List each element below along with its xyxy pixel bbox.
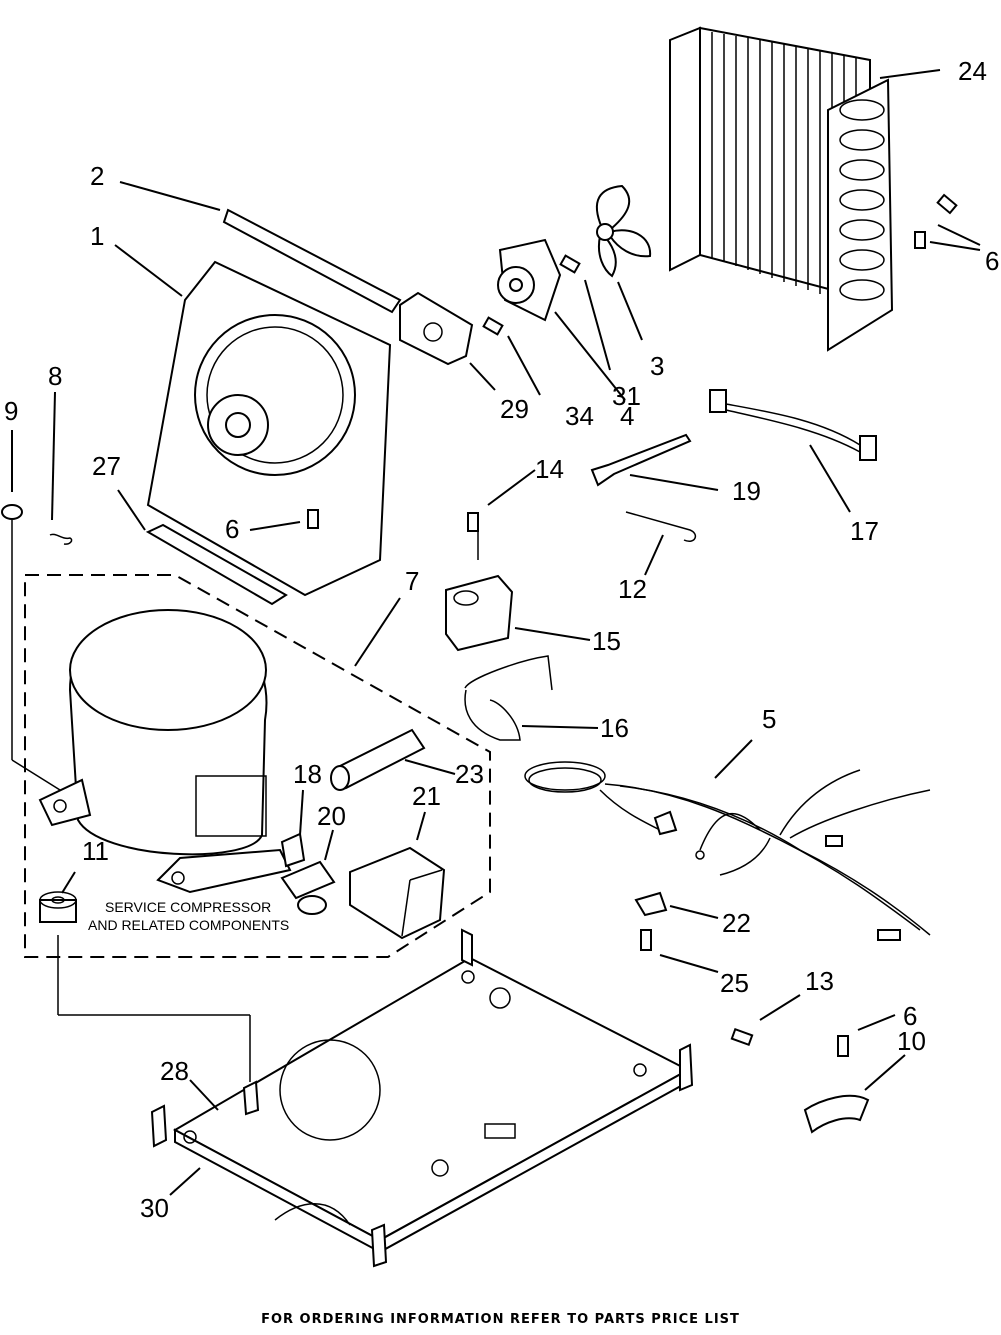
callout-3: 3 [650, 351, 664, 381]
callout-11: 11 [82, 836, 109, 866]
callout-25: 25 [720, 968, 749, 998]
callout-14: 14 [535, 454, 564, 484]
callout-17: 17 [850, 516, 879, 546]
callout-34: 34 [565, 401, 594, 431]
clip-part [50, 534, 72, 544]
compressor-part [40, 610, 290, 892]
callout-9: 9 [4, 396, 18, 426]
callout-30: 30 [140, 1193, 169, 1223]
callout-10: 10 [897, 1026, 926, 1056]
base-pan-part [152, 930, 692, 1266]
callout-12: 12 [618, 574, 647, 604]
callout-31: 31 [612, 381, 641, 411]
drier-part [331, 730, 424, 790]
callout-20: 20 [317, 801, 346, 831]
callout-16: 16 [600, 713, 629, 743]
condenser-part [670, 28, 892, 350]
callout-28: 28 [160, 1056, 189, 1086]
callout-29: 29 [500, 394, 529, 424]
callout-19: 19 [732, 476, 761, 506]
callout-5: 5 [762, 704, 776, 734]
compressor-mount-part [40, 892, 76, 922]
fan-blade-part [597, 186, 650, 276]
footer-note: FOR ORDERING INFORMATION REFER TO PARTS … [0, 1312, 1001, 1327]
motor-bracket-part [400, 293, 472, 364]
wire-clip-part [636, 893, 666, 915]
callout-2: 2 [90, 161, 104, 191]
callout-7: 7 [405, 566, 419, 596]
hose-part [626, 512, 695, 541]
overload-clip-part [282, 834, 304, 866]
callout-6-shroud: 6 [225, 514, 239, 544]
service-note-line1: SERVICE COMPRESSOR [105, 899, 271, 915]
callout-6-condenser: 6 [985, 246, 999, 276]
callout-13: 13 [805, 966, 834, 996]
clamp-part [805, 1096, 868, 1132]
callout-23: 23 [455, 759, 484, 789]
callout-1: 1 [90, 221, 104, 251]
fan-motor-part [498, 240, 560, 320]
callout-15: 15 [592, 626, 621, 656]
wire-harness-part [710, 390, 876, 460]
relay-cover-part [350, 848, 444, 938]
callout-22: 22 [722, 908, 751, 938]
callout-18: 18 [293, 759, 322, 789]
grommet-part [2, 505, 22, 519]
callout-21: 21 [412, 781, 441, 811]
callout-8: 8 [48, 361, 62, 391]
callout-24: 24 [958, 56, 987, 86]
service-note-line2: AND RELATED COMPONENTS [88, 917, 289, 933]
callout-27: 27 [92, 451, 121, 481]
solenoid-part [446, 518, 512, 650]
